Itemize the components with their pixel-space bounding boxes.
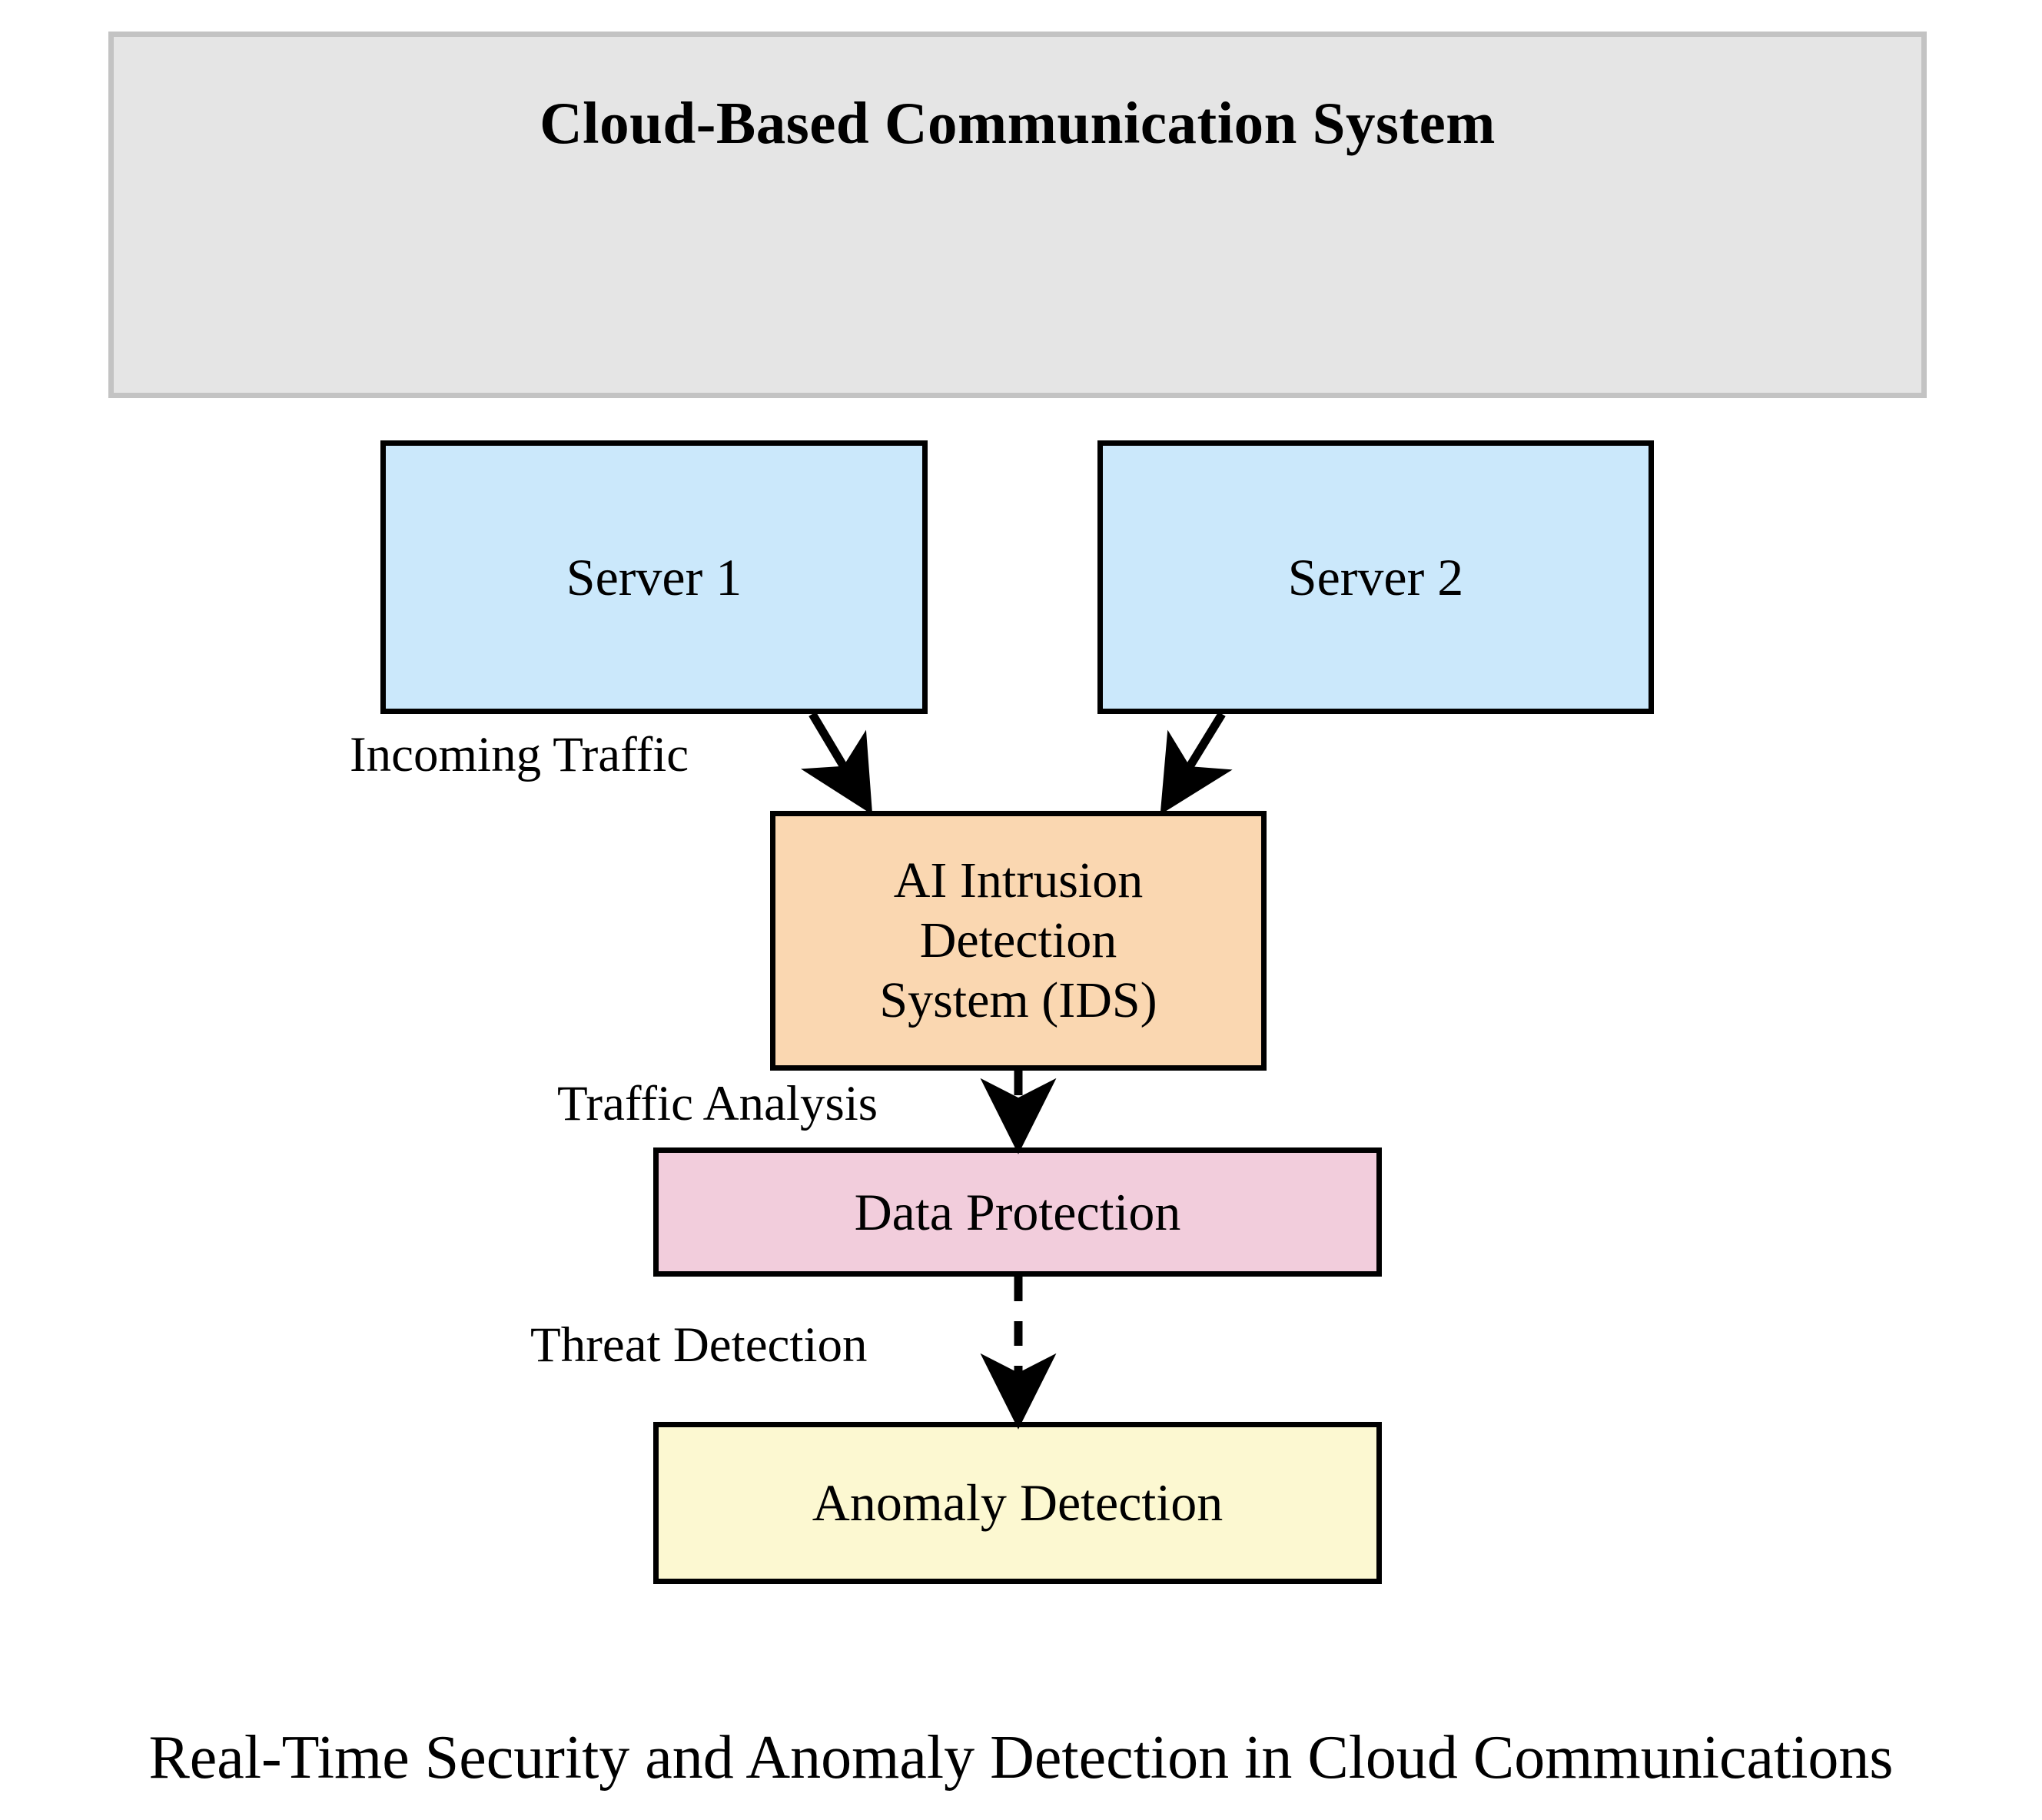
edge-label-threat-detection: Threat Detection xyxy=(530,1317,868,1373)
edge-label-incoming-traffic: Incoming Traffic xyxy=(350,727,689,782)
edge-label-traffic-analysis: Traffic Analysis xyxy=(557,1076,878,1131)
node-anomaly-detection-label: Anomaly Detection xyxy=(812,1473,1224,1532)
node-data-protection[interactable]: Data Protection xyxy=(653,1147,1382,1277)
node-ids-label-group: AI Intrusion Detection System (IDS) xyxy=(775,851,1261,1031)
cloud-system-title: Cloud-Based Communication System xyxy=(540,90,1496,156)
figure-caption: Real-Time Security and Anomaly Detection… xyxy=(148,1724,1894,1792)
node-ids-label-line-3: System (IDS) xyxy=(879,971,1157,1028)
node-ai-intrusion-detection-system[interactable]: AI Intrusion Detection System (IDS) xyxy=(770,811,1267,1071)
node-server-2-label: Server 2 xyxy=(1287,547,1464,606)
node-server-1-label: Server 1 xyxy=(566,547,742,606)
node-ids-label-line-2: Detection xyxy=(919,912,1117,969)
cloud-system-container: Cloud-Based Communication System xyxy=(108,32,1927,398)
node-data-protection-label: Data Protection xyxy=(854,1182,1181,1241)
edge-server1-to-ids xyxy=(800,712,873,815)
node-server-2[interactable]: Server 2 xyxy=(1097,440,1654,714)
node-ids-label-line-1: AI Intrusion xyxy=(893,852,1144,909)
node-server-1[interactable]: Server 1 xyxy=(380,440,928,714)
edge-server2-to-ids xyxy=(1160,712,1233,815)
node-anomaly-detection[interactable]: Anomaly Detection xyxy=(653,1422,1382,1584)
